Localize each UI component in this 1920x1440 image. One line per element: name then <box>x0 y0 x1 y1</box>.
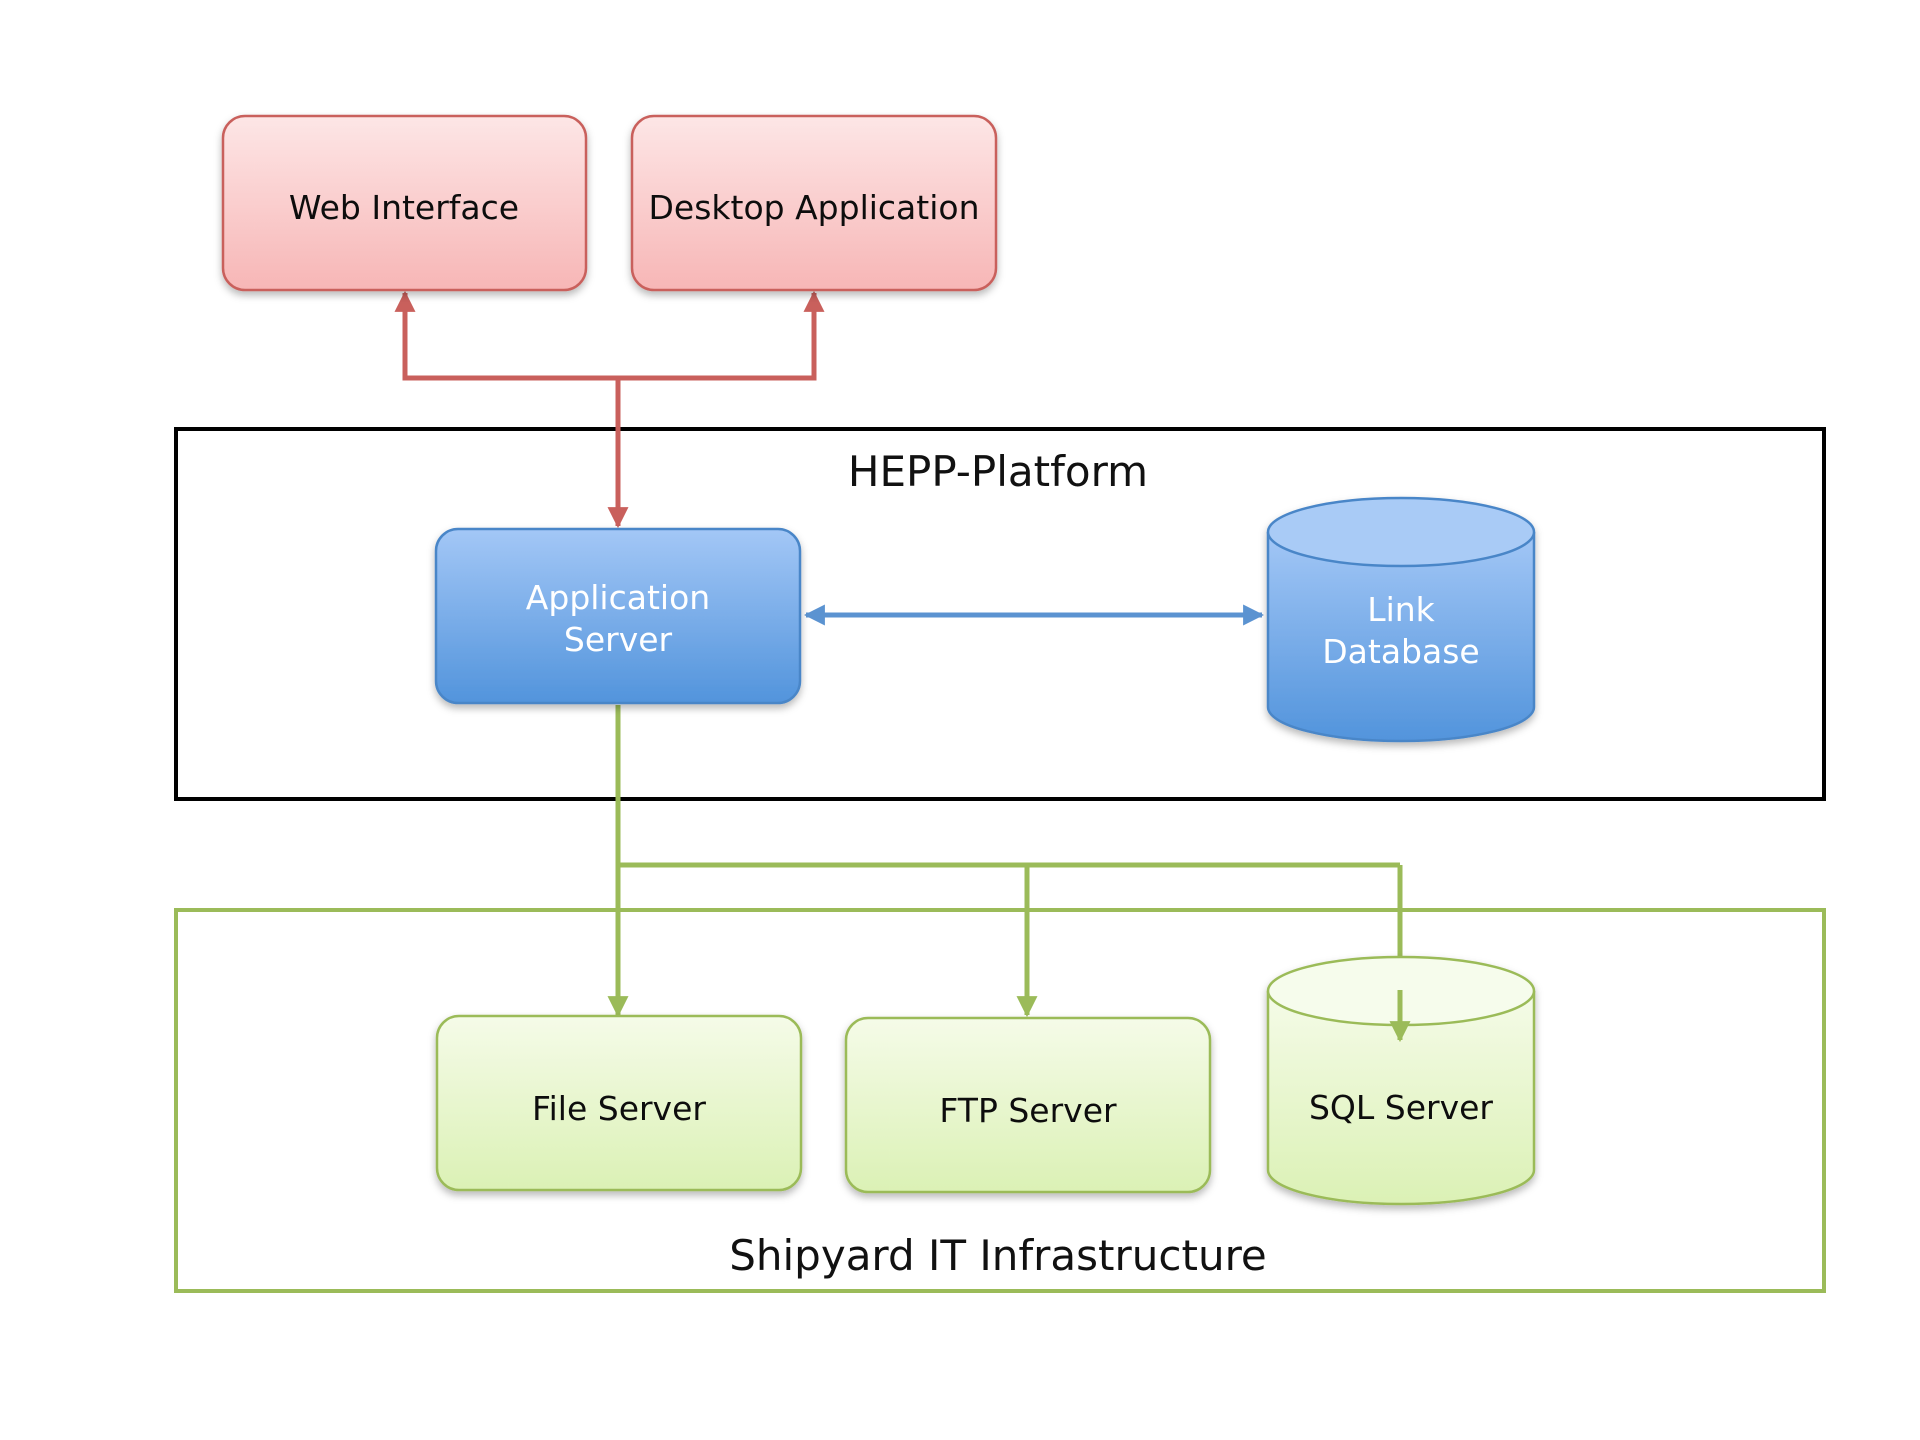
shipyard-it-title: Shipyard IT Infrastructure <box>729 1231 1267 1280</box>
application-server-label-line2: Server <box>564 620 673 659</box>
hepp-platform-frame <box>174 427 1826 801</box>
ftp-server-label: FTP Server <box>939 1091 1117 1130</box>
desktop-application-label: Desktop Application <box>649 188 980 227</box>
file-server-label: File Server <box>532 1089 706 1128</box>
application-server-label-line1: Application <box>526 578 710 617</box>
sql-server-node[interactable]: SQL Server <box>1266 955 1536 1206</box>
link-database-label-line2: Database <box>1322 632 1479 671</box>
connector-app-to-web <box>394 290 618 381</box>
link-database-label-line1: Link <box>1367 590 1435 629</box>
link-database-node[interactable]: Link Database <box>1266 496 1536 743</box>
shipyard-it-frame <box>174 908 1826 1293</box>
web-interface-node[interactable]: Web Interface <box>221 114 588 292</box>
file-server-node[interactable]: File Server <box>435 1014 803 1192</box>
connector-app-trunk-down <box>615 705 1400 868</box>
application-server-node[interactable]: Application Server <box>434 527 802 705</box>
sql-server-label: SQL Server <box>1309 1088 1493 1127</box>
ftp-server-node[interactable]: FTP Server <box>844 1016 1212 1194</box>
web-interface-label: Web Interface <box>289 188 519 227</box>
desktop-application-node[interactable]: Desktop Application <box>630 114 998 292</box>
hepp-platform-title: HEPP-Platform <box>848 447 1148 496</box>
connector-app-to-desktop <box>618 290 825 381</box>
